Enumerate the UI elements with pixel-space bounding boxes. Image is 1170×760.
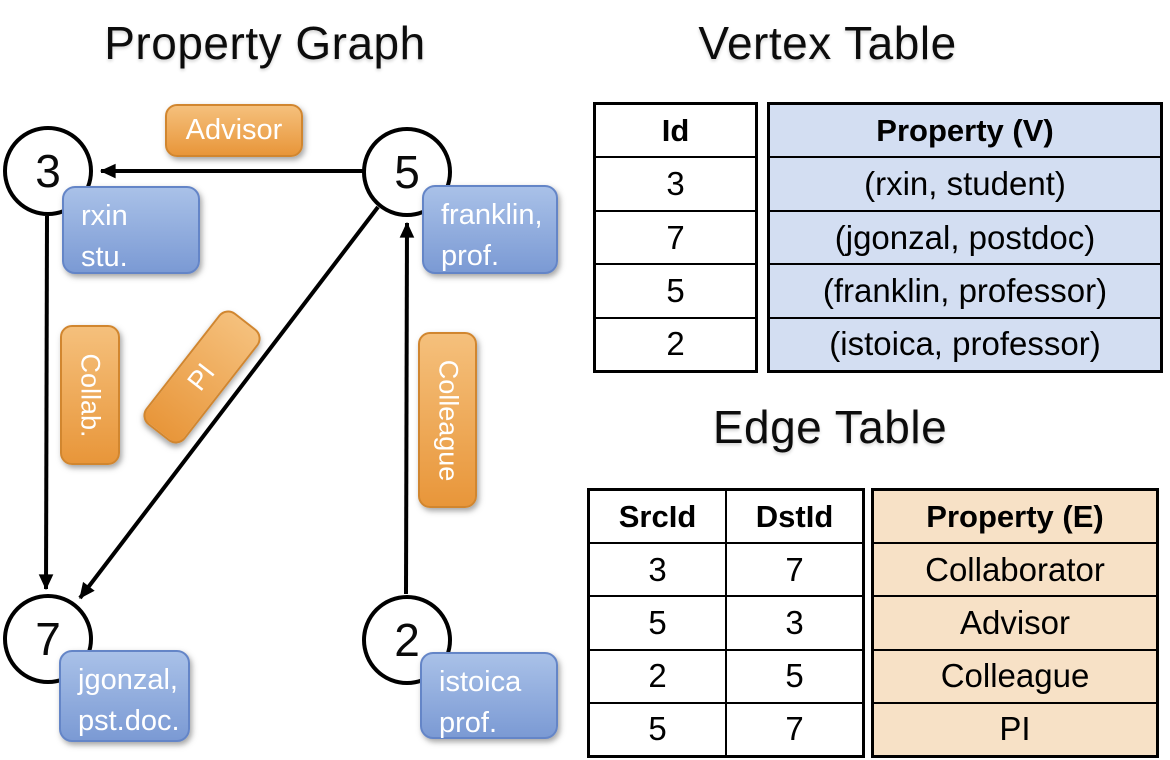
vertex-table-header-property: Property (V) — [876, 112, 1054, 148]
node-id: 5 — [394, 146, 420, 198]
edge-table-src-cell: 2 — [648, 657, 667, 695]
edge-label-text: Advisor — [185, 114, 283, 146]
edge-arrow-pi-5-to-7 — [78, 205, 380, 600]
node-property-box-istoica: istoica prof. — [420, 652, 558, 739]
vertex-table-id-column: Id 3 7 5 2 — [593, 102, 758, 373]
graph-node-3: 3 — [3, 126, 93, 216]
edge-label-text: Collab. — [75, 352, 106, 438]
vertex-table-id-cell: 5 — [596, 263, 755, 316]
edge-table-property-cell: PI — [874, 701, 1156, 755]
vertex-table-header-id: Id — [661, 112, 690, 148]
vertex-table-property-cell: (jgonzal, postdoc) — [770, 209, 1160, 263]
edge-table-property-cell: Advisor — [874, 595, 1156, 648]
node-property-box-rxin: rxin stu. — [62, 186, 200, 274]
edge-table-property-cell: Collaborator — [874, 542, 1156, 595]
vertex-table-property-cell: (rxin, student) — [770, 156, 1160, 209]
edge-table-row: 5 3 — [590, 595, 862, 649]
node-property-line: prof. — [439, 706, 498, 739]
edge-label-text: Colleague — [433, 359, 463, 481]
edge-table-row: 3 7 — [590, 542, 862, 596]
node-property-line: franklin, — [441, 199, 543, 231]
edge-table-row: 5 7 — [590, 701, 862, 756]
vertex-table-property-cell: (istoica, professor) — [770, 316, 1160, 370]
node-id: 3 — [35, 145, 61, 197]
edge-table-property-cell: Colleague — [874, 648, 1156, 702]
edge-table-header-srcid: SrcId — [618, 498, 697, 534]
edge-label-colleague: Colleague — [418, 332, 477, 508]
edge-table-dst-cell: 5 — [725, 650, 862, 702]
edge-table-src-cell: 5 — [648, 710, 667, 748]
node-id: 2 — [394, 614, 420, 666]
node-property-line: istoica — [439, 666, 522, 698]
vertex-table-property-column: Property (V) (rxin, student) (jgonzal, p… — [767, 102, 1163, 373]
node-property-line: stu. — [81, 240, 128, 273]
vertex-table-id-cell: 2 — [596, 316, 755, 370]
edge-table-id-columns: SrcId DstId 3 7 5 3 2 5 5 7 — [587, 488, 865, 758]
edge-label-advisor: Advisor — [165, 104, 303, 157]
edge-table-header-row: SrcId DstId — [590, 491, 862, 543]
property-graph-title: Property Graph — [104, 17, 426, 69]
node-property-line: rxin — [81, 200, 128, 232]
edge-table-dst-cell: 7 — [725, 544, 862, 596]
vertex-table-title: Vertex Table — [698, 17, 957, 69]
vertex-table-property-cell: (franklin, professor) — [770, 263, 1160, 316]
edge-arrow-collab-3-to-7 — [38, 215, 54, 591]
vertex-table-id-cell: 3 — [596, 156, 755, 209]
edge-table-property-column: Property (E) Collaborator Advisor Collea… — [871, 488, 1159, 758]
edge-table-src-cell: 5 — [648, 604, 667, 641]
node-id: 7 — [35, 613, 61, 665]
edge-label-collab: Collab. — [60, 325, 120, 465]
edge-table-row: 2 5 — [590, 648, 862, 702]
node-property-line: prof. — [441, 239, 500, 272]
edge-table-dst-cell: 3 — [725, 597, 862, 649]
vertex-table-id-cell: 7 — [596, 209, 755, 263]
node-property-line: pst.doc. — [78, 704, 180, 737]
node-property-box-jgonzal: jgonzal, pst.doc. — [59, 650, 190, 742]
node-property-box-franklin: franklin, prof. — [422, 185, 558, 274]
edge-table-header-dstid: DstId — [725, 491, 862, 543]
edge-table-header-property: Property (E) — [926, 498, 1104, 534]
edge-label-text: PI — [181, 357, 222, 396]
edge-arrow-colleague-2-to-5 — [399, 221, 415, 595]
edge-table-src-cell: 3 — [648, 550, 667, 588]
edge-table-dst-cell: 7 — [725, 703, 862, 756]
node-property-line: jgonzal, — [78, 664, 178, 696]
edge-table-title: Edge Table — [712, 401, 948, 453]
